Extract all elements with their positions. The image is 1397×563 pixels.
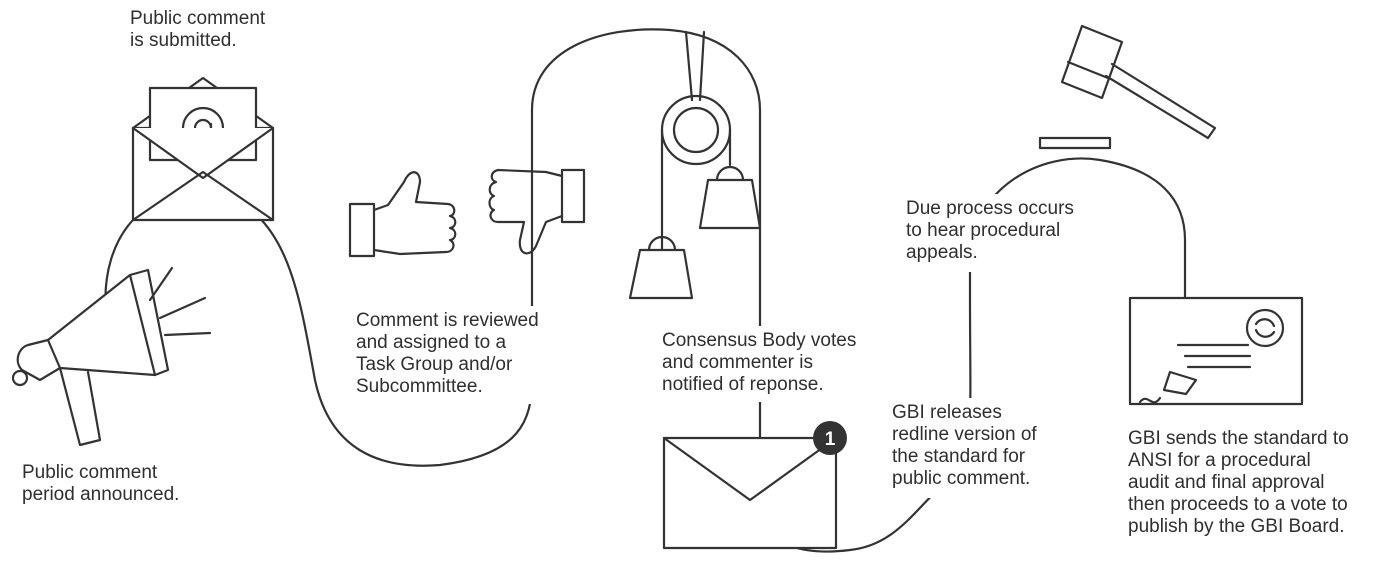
badge-count: 1 [825, 429, 836, 450]
step-line: and commenter is [662, 352, 814, 373]
step-line: notified of reponse. [662, 374, 824, 395]
step-line: period announced. [22, 484, 180, 505]
certificate-icon [1128, 296, 1304, 406]
step-line: to hear procedural [906, 220, 1061, 241]
notification-badge: 1 [813, 421, 847, 455]
megaphone-icon [11, 266, 212, 447]
step-line: appeals. [906, 242, 978, 263]
step-line: is submitted. [130, 30, 237, 51]
step-line: redline version of [892, 424, 1037, 445]
step-submitted: Public comment is submitted. [130, 8, 266, 52]
step-redline: GBI releases redline version of the stan… [880, 398, 1061, 498]
email-at-icon [131, 76, 275, 222]
step-line: Subcommittee. [356, 376, 483, 397]
step-reviewed: Comment is reviewed and assigned to a Ta… [352, 306, 545, 404]
step-line: Task Group and/or [356, 354, 513, 375]
step-due-process: Due process occurs to hear procedural ap… [880, 194, 1080, 272]
step-line: publish by the GBI Board. [1128, 516, 1345, 537]
pulley-weights-icon [628, 30, 762, 300]
step-line: Public comment [130, 8, 266, 29]
step-line: public comment. [892, 468, 1031, 489]
step-line: GBI releases [892, 402, 1002, 423]
gavel-icon [1038, 24, 1217, 150]
thumbs-up-icon [348, 171, 457, 258]
step-line: ANSI for a procedural [1128, 450, 1311, 471]
thumbs-down-icon [488, 168, 586, 255]
step-votes: Consensus Body votes and commenter is no… [652, 326, 863, 402]
step-line: the standard for [892, 446, 1026, 467]
step-line: Due process occurs [906, 198, 1074, 219]
step-line: Public comment [22, 462, 158, 483]
step-line: and assigned to a [356, 332, 507, 353]
step-line: audit and final approval [1128, 472, 1325, 493]
step-line: GBI sends the standard to [1128, 428, 1349, 449]
step-ansi: GBI sends the standard to ANSI for a pro… [1128, 428, 1349, 538]
step-announced: Public comment period announced. [22, 462, 180, 506]
step-line: then proceeds to a vote to [1128, 494, 1348, 515]
step-line: Comment is reviewed [356, 310, 539, 331]
envelope-icon [662, 436, 838, 550]
step-line: Consensus Body votes [662, 330, 857, 351]
